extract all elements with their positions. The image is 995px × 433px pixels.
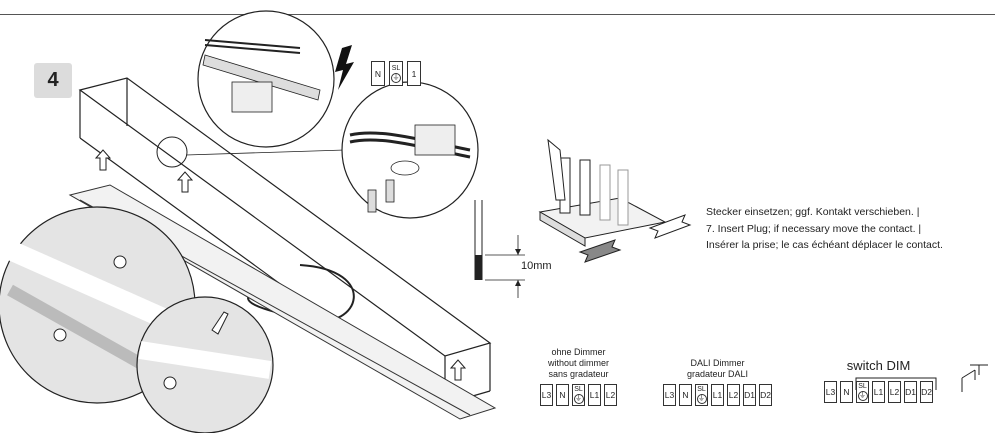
terminal-group-dali: DALI Dimmer gradateur DALI L3 N SL⏚ L1 L… [663,358,772,406]
dimension-label: 10mm [521,260,552,272]
terminal: L3 [824,381,837,403]
terminal: N [840,381,853,403]
terminal: L1 [872,381,885,403]
terminal: D2 [759,384,772,406]
detail-marker [156,136,188,168]
push-switch-icon [961,364,988,392]
plug-illustration [538,138,692,263]
terminal-group-switch-dim: switch DIM L3 N SL⏚ L1 L2 D1 D2 [824,359,933,403]
terminal: L2 [604,384,617,406]
terminal: L3 [540,384,553,406]
warning-lightning-icon [335,45,354,90]
terminal: N [679,384,692,406]
terminal: N [556,384,569,406]
terminal-n: N [371,61,385,86]
terminal: L2 [888,381,901,403]
wire-strip-dimension [474,200,525,298]
connector-detail-circle-top [197,10,335,148]
step-number-badge: 4 [34,63,72,98]
header-rule [0,14,995,15]
terminal: D1 [904,381,917,403]
terminal-sl: SL⏚ [572,384,585,406]
terminal-group-no-dimmer: ohne Dimmer without dimmer sans gradateu… [540,347,617,406]
terminal-1: 1 [407,61,421,86]
terminal-sl: SL⏚ [695,384,708,406]
terminal: L3 [663,384,676,406]
ground-icon: ⏚ [391,72,401,83]
ground-icon: ⏚ [573,394,584,404]
top-terminal-block: N SL ⏚ 1 [371,61,421,86]
connector-detail-circle-right [341,81,479,219]
rail-detail-circle-right [136,296,274,433]
caption-dali: DALI Dimmer gradateur DALI [686,358,749,379]
caption-switch-dim: switch DIM [846,358,911,373]
terminal: L1 [588,384,601,406]
terminal: D2 [920,381,933,403]
terminal-sl: SL⏚ [856,381,869,403]
caption-no-dimmer: ohne Dimmer without dimmer sans gradateu… [547,347,610,379]
terminal-sl: SL ⏚ [389,61,403,86]
instruction-de: Stecker einsetzen; ggf. Kontakt verschie… [706,206,920,218]
instruction-text: Stecker einsetzen; ggf. Kontakt verschie… [706,204,943,254]
terminal: D1 [743,384,756,406]
instruction-en: 7. Insert Plug; if necessary move the co… [706,222,922,235]
ground-icon: ⏚ [696,394,707,404]
terminal: L1 [711,384,724,406]
ground-icon: ⏚ [857,391,868,401]
instruction-fr: Insérer la prise; le cas échéant déplace… [706,239,943,251]
terminal: L2 [727,384,740,406]
